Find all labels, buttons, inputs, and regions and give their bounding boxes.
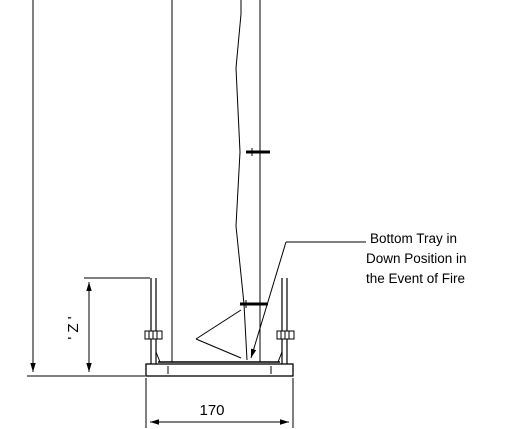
callout-line-2: Down Position in <box>366 251 467 266</box>
callout-line-3: the Event of Fire <box>366 271 465 286</box>
callout-leader-to-clamp <box>195 309 242 340</box>
bolt-right-icon <box>276 330 295 340</box>
base-channel <box>145 363 294 377</box>
callout-leader-to-tray-2 <box>195 338 242 359</box>
callout-leader-to-tray <box>250 241 287 359</box>
zigzag-hanger-line <box>235 0 248 361</box>
callout-line-1: Bottom Tray in <box>370 231 457 246</box>
width-dimension-label: 170 <box>199 402 224 419</box>
bolt-left-icon <box>144 330 163 340</box>
z-dimension-label: ' Z ' <box>65 316 82 339</box>
